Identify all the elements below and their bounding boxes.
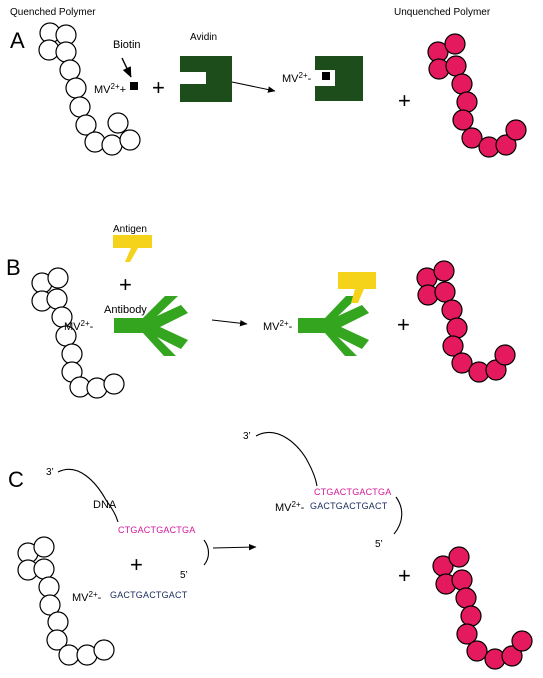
- quenched-polymer-c: [17, 536, 115, 666]
- quenched-polymer-b: [31, 267, 125, 399]
- end-3-prime-right: 3’: [243, 431, 251, 442]
- antigen-shape: [113, 235, 152, 262]
- reaction-arrow-a: [231, 81, 276, 93]
- mv-label-c: MV2+-: [72, 590, 102, 604]
- panel-letter-b: B: [6, 255, 21, 280]
- dna-target-tail-right: [393, 496, 403, 535]
- biotin-pointer-arrow: [121, 57, 132, 78]
- biotin-square-bound: [322, 72, 330, 80]
- panel-letter-c: C: [8, 467, 24, 492]
- biotin-label: Biotin: [113, 39, 141, 51]
- avidin-shape-bound: [315, 56, 363, 101]
- mv-label-a-product: MV2+-: [282, 71, 312, 85]
- panel-b: B Antigen + Antibody MV2+- MV2+- +: [6, 224, 516, 399]
- plus-b1: +: [119, 272, 132, 297]
- antibody-label: Antibody: [104, 304, 147, 316]
- antibody-shape: [114, 296, 188, 356]
- target-sequence-right: CTGACTGACTGA: [314, 487, 391, 497]
- antigen-shape-bound: [338, 272, 376, 303]
- end-3-prime-left: 3’: [46, 467, 54, 478]
- quenched-polymer-a: [38, 22, 141, 156]
- biotin-square: [130, 82, 138, 90]
- mv-label-a: MV2++: [94, 82, 126, 96]
- plus-a2: +: [398, 88, 411, 113]
- unquenched-polymer-a: [427, 33, 527, 158]
- panel-c: C 3’ DNA CTGACTGACTGA 5’ + MV2+- GACTGAC…: [8, 431, 533, 670]
- probe-sequence-right: GACTGACTGACT: [310, 501, 388, 511]
- end-5-prime-right: 5’: [375, 539, 383, 550]
- quenched-polymer-title: Quenched Polymer: [10, 7, 96, 18]
- panel-letter-a: A: [10, 28, 25, 53]
- panel-a: A MV2++ Biotin + Avidin MV2+- +: [10, 22, 527, 158]
- mv-label-b-product: MV2+-: [263, 319, 293, 333]
- plus-b2: +: [397, 312, 410, 337]
- plus-c1: +: [130, 552, 143, 577]
- reaction-arrow-b: [211, 319, 248, 327]
- mv-label-b: MV2+-: [64, 319, 94, 333]
- probe-sequence-left: GACTGACTGACT: [110, 590, 188, 600]
- target-sequence-left: CTGACTGACTGA: [118, 525, 195, 535]
- reaction-arrow-c: [212, 543, 257, 551]
- dna-target-tail-left: [203, 539, 210, 566]
- dna-target-strand-left: [57, 468, 119, 523]
- dna-target-strand-right: [255, 432, 318, 487]
- unquenched-polymer-b: [416, 260, 516, 383]
- mv-label-c-product: MV2+-: [275, 500, 305, 514]
- avidin-label: Avidin: [190, 32, 217, 43]
- plus-c2: +: [398, 563, 411, 588]
- end-5-prime-left: 5’: [180, 570, 188, 581]
- avidin-shape: [180, 56, 232, 102]
- plus-a1: +: [152, 75, 165, 100]
- antigen-label: Antigen: [113, 224, 147, 235]
- antibody-shape-bound: [298, 296, 369, 356]
- unquenched-polymer-c: [432, 546, 533, 670]
- dna-label: DNA: [93, 499, 117, 511]
- unquenched-polymer-title: Unquenched Polymer: [394, 7, 491, 18]
